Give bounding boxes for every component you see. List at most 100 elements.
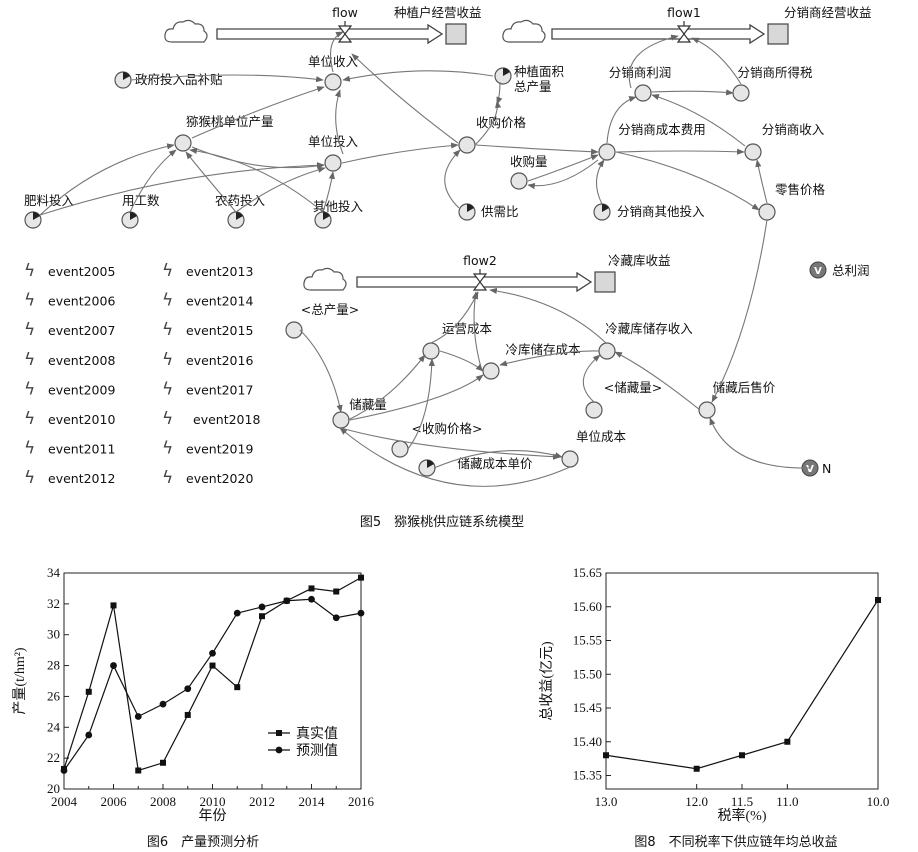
var-dist-tax: 分销商所得税: [732, 65, 813, 102]
lightning-icon: ϟ: [162, 261, 173, 281]
event-label: event2009: [48, 382, 115, 397]
causal-link: [691, 37, 742, 85]
flow1-pipe: [551, 23, 766, 45]
var-cold-store-income: 冷藏库储存收入: [598, 321, 693, 360]
causal-link: [433, 450, 563, 469]
cloud-icon: [502, 19, 546, 43]
causal-link: [755, 159, 768, 204]
var-purchase-qty: 收购量: [510, 154, 548, 190]
causal-link: [439, 350, 484, 372]
causal-link: [614, 351, 701, 411]
causal-link: [595, 159, 605, 205]
lightning-icon: ϟ: [24, 261, 35, 281]
svg-text:储藏后售价: 储藏后售价: [713, 380, 776, 395]
event-label: event2020: [186, 471, 253, 486]
causal-link: [407, 358, 435, 450]
var-pesticide: 农药投入: [215, 193, 266, 229]
causal-link: [191, 86, 325, 139]
event-label: event2018: [193, 412, 260, 427]
svg-text:其他投入: 其他投入: [313, 199, 364, 214]
svg-text:收购价格: 收购价格: [476, 115, 527, 130]
causal-link: [527, 159, 599, 190]
event-event2012: ϟ event2012: [24, 468, 115, 488]
flow-label: flow: [332, 5, 358, 20]
var-retail-price: 零售价格: [758, 182, 826, 221]
event-label: event2014: [186, 294, 253, 309]
causal-link: [474, 100, 502, 146]
causal-link: [340, 427, 561, 460]
svg-text:单位收入: 单位收入: [308, 54, 359, 69]
causal-link: [499, 350, 600, 367]
causal-link: [191, 146, 325, 170]
causal-link: [235, 166, 326, 213]
flow-stock: [445, 23, 467, 45]
causal-link: [349, 374, 484, 421]
var-dist-profit: 分销商利润: [609, 65, 671, 102]
event-event2013: ϟ event2013: [162, 261, 253, 281]
var-cold-store-cost: 冷库储存成本: [482, 342, 581, 380]
var-storage-qty-ref: <储藏量>: [585, 380, 662, 419]
var-unit-income: 单位收入: [308, 54, 359, 91]
causal-link: [711, 219, 768, 403]
event-label: event2013: [186, 264, 253, 279]
svg-text:V: V: [806, 464, 814, 475]
causal-link: [347, 354, 426, 421]
causal-link: [444, 149, 461, 209]
var-dist-cost: 分销商成本费用: [598, 122, 706, 161]
svg-text:政府投入品补贴: 政府投入品补贴: [135, 72, 223, 87]
flow-pipe: [216, 23, 444, 45]
var-after-storage-price: 储藏后售价: [698, 380, 776, 419]
svg-text:零售价格: 零售价格: [775, 182, 826, 197]
svg-text:农药投入: 农药投入: [215, 193, 266, 208]
var-unit-yield: 猕猴桃单位产量: [174, 114, 274, 152]
var-storage-qty: 储藏量: [332, 397, 387, 429]
var-dist-other: 分销商其他投入: [593, 203, 705, 221]
svg-text:用工数: 用工数: [122, 193, 160, 208]
flow1-valve: [676, 25, 692, 43]
causal-link: [334, 89, 344, 155]
lightning-icon: ϟ: [24, 291, 35, 311]
var-unit-cost: 单位成本: [561, 429, 626, 468]
event-label: event2007: [48, 323, 115, 338]
causal-link: [650, 89, 734, 96]
cloud-icon: [164, 19, 208, 43]
causal-link: [527, 154, 599, 182]
lightning-icon: ϟ: [24, 379, 35, 399]
svg-text:N: N: [822, 461, 831, 476]
flow-valve: [337, 25, 353, 43]
causal-link: [341, 142, 459, 164]
lightning-icon: ϟ: [162, 439, 173, 459]
cloud-icon: [303, 267, 347, 291]
figure5-caption: 图5 猕猴桃供应链系统模型: [360, 514, 524, 530]
event-label: event2012: [48, 471, 115, 486]
var-purchase-price-ref: <收购价格>: [391, 421, 482, 458]
causal-link: [615, 148, 745, 155]
causal-link: [299, 329, 343, 413]
lightning-icon: ϟ: [24, 468, 35, 488]
causal-link: [342, 70, 494, 82]
svg-text:V: V: [814, 266, 822, 277]
causal-link: [339, 427, 571, 487]
causal-link: [129, 149, 177, 213]
causal-link: [651, 94, 746, 147]
event-label: event2008: [48, 353, 115, 368]
flow2-label: flow2: [463, 253, 497, 268]
svg-text:储藏成本单价: 储藏成本单价: [457, 456, 533, 471]
svg-text:分销商所得税: 分销商所得税: [737, 65, 813, 80]
svg-text:<总产量>: <总产量>: [301, 302, 359, 317]
flow-stock-label: 种植户经营收益: [394, 5, 482, 20]
flow2-valve: [472, 273, 488, 291]
causal-link: [496, 81, 503, 105]
svg-text:冷藏库储存收入: 冷藏库储存收入: [605, 321, 693, 336]
